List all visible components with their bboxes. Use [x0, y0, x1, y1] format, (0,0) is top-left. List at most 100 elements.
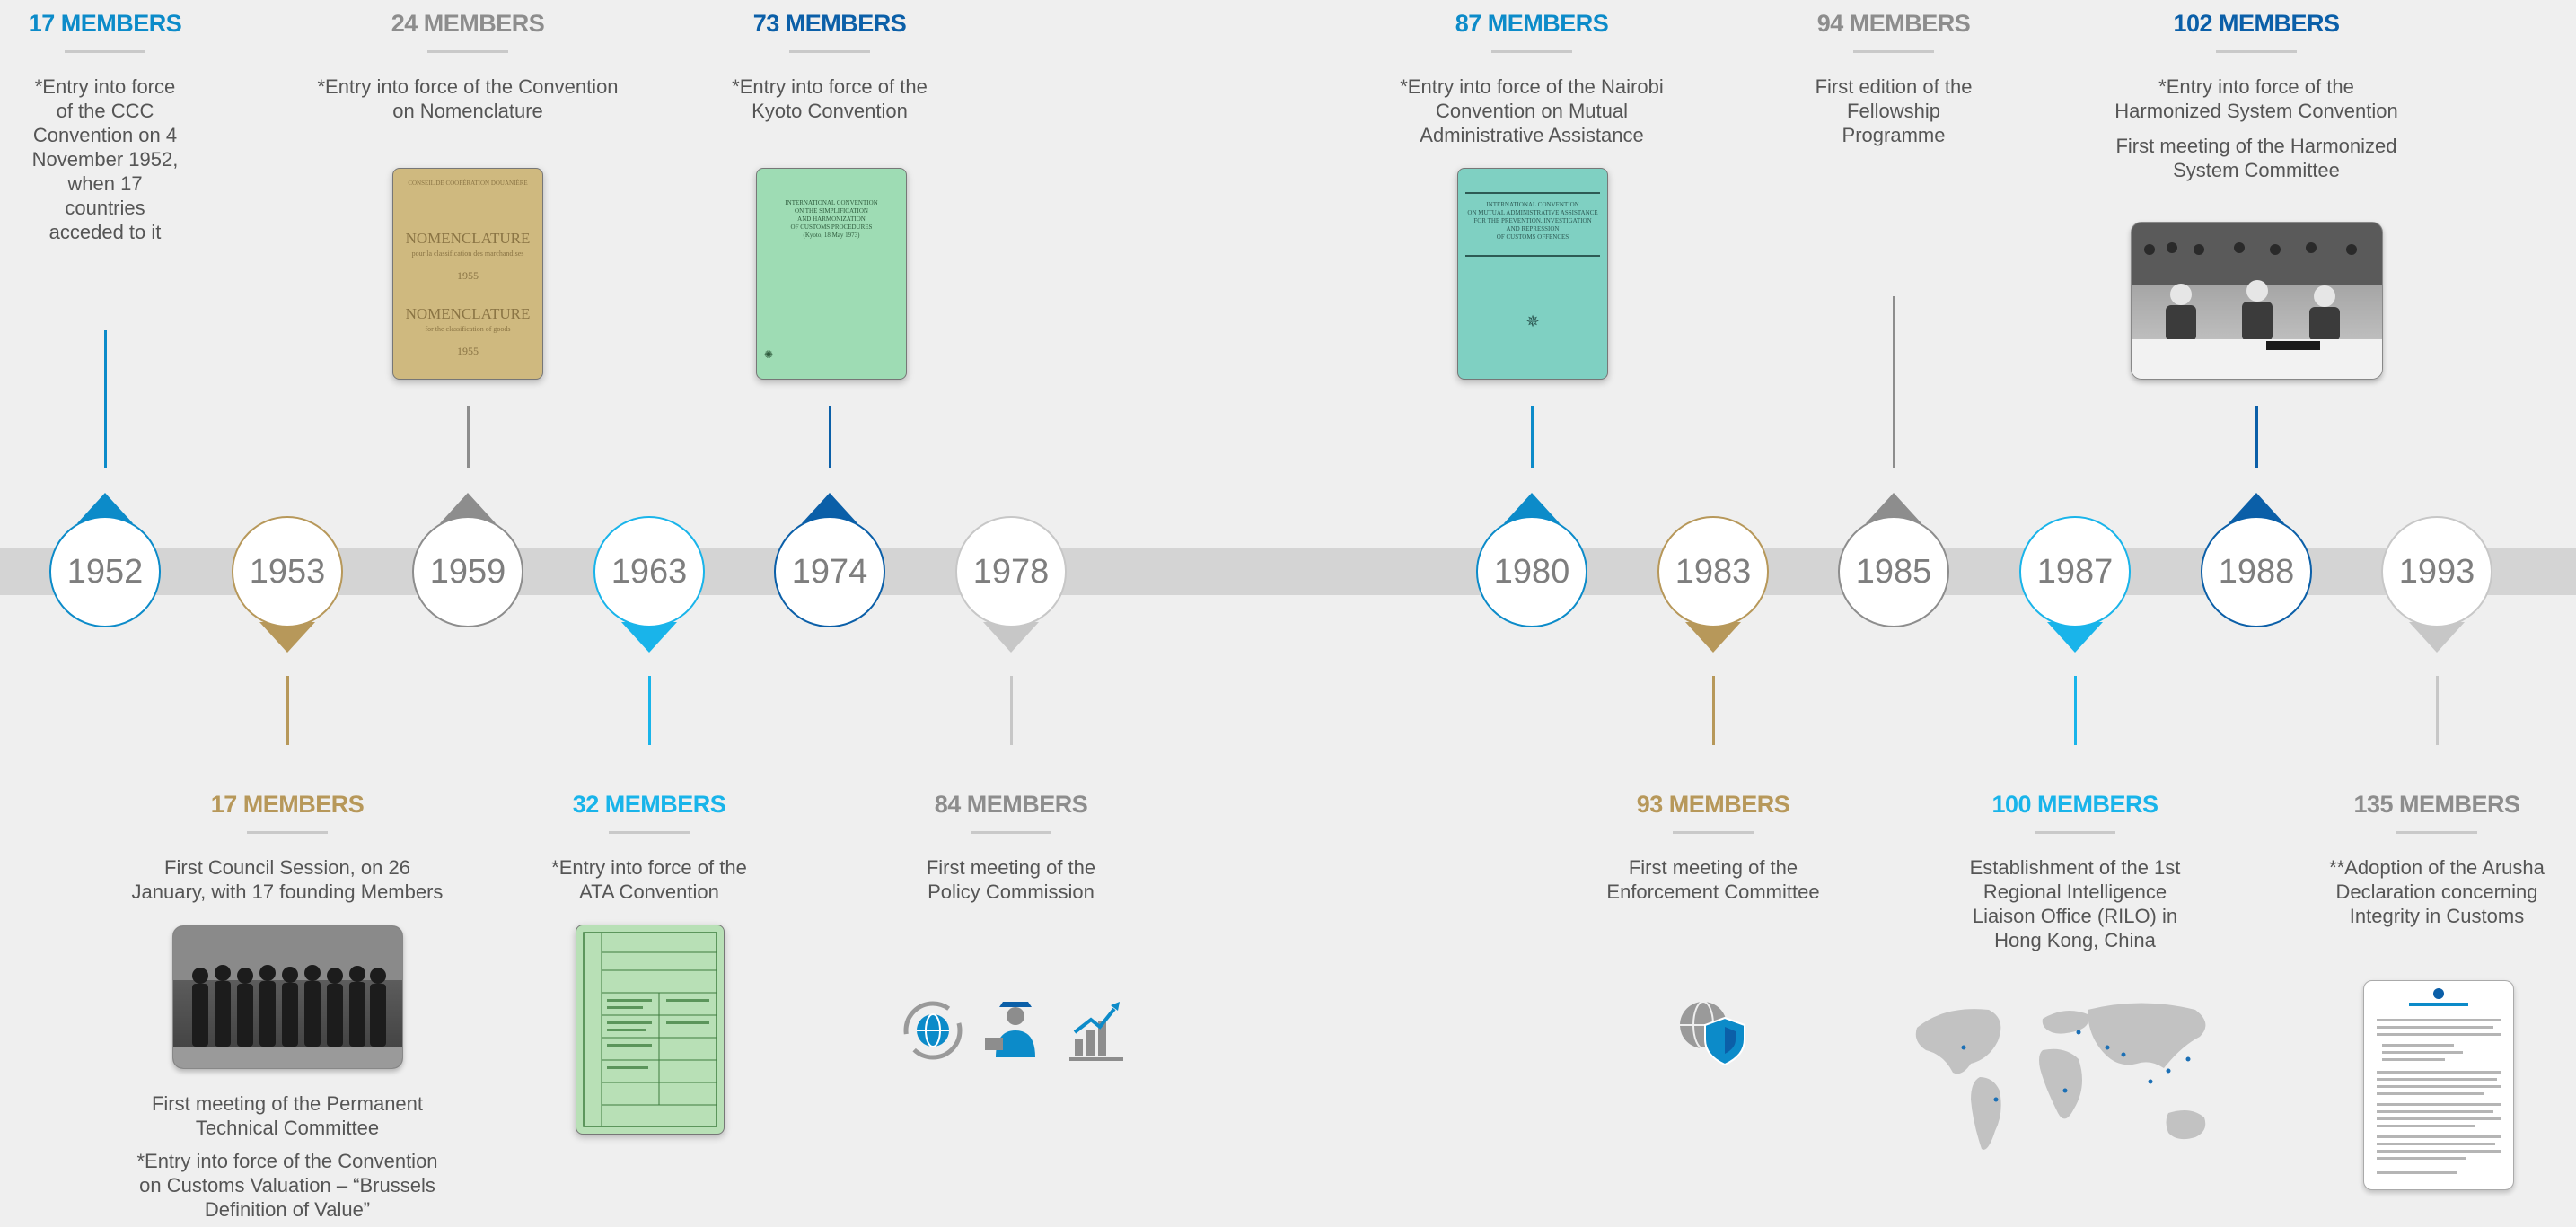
- member-count: 32 MEMBERS: [572, 791, 726, 818]
- bar-chart-icon: [1069, 1002, 1125, 1061]
- event-description: *Entry into force of the CCC Convention …: [29, 74, 181, 244]
- event-extra-1953: First meeting of the Permanent Technical…: [126, 1091, 449, 1227]
- year-marker-1974[interactable]: 1974: [774, 516, 885, 627]
- year-marker-1959[interactable]: 1959: [412, 516, 523, 627]
- divider: [1673, 831, 1754, 834]
- description-line: First meeting of the Harmonized System C…: [2115, 135, 2397, 181]
- event-description: Establishment of the 1st Regional Intell…: [1967, 855, 2183, 952]
- year-marker-1993[interactable]: 1993: [2381, 516, 2492, 627]
- event-description: First edition of the Fellowship Programm…: [1804, 74, 1983, 147]
- description-line: *Entry into force of the Convention on N…: [317, 75, 619, 122]
- divider: [1853, 50, 1934, 53]
- meeting-photo-icon: [2132, 223, 2382, 379]
- description-line: First meeting of the Permanent Technical…: [151, 1092, 424, 1139]
- event-description: *Entry into force of the ATA Convention: [541, 855, 757, 904]
- description-line: First meeting of the Enforcement Committ…: [1606, 856, 1820, 903]
- member-count: 24 MEMBERS: [391, 10, 545, 37]
- member-count: 73 MEMBERS: [752, 10, 907, 37]
- description-line: First Council Session, on 26 January, wi…: [131, 856, 444, 903]
- document-1993-arusha: [2363, 980, 2514, 1190]
- divider: [2396, 831, 2477, 834]
- event-1993: 135 MEMBERS **Adoption of the Arusha Decl…: [2248, 786, 2576, 939]
- event-1952: 17 MEMBERS *Entry into force of the CCC C…: [0, 5, 294, 255]
- description-line: *Entry into force of the ATA Convention: [551, 856, 747, 903]
- connector-1952: [104, 330, 107, 468]
- year-marker-1963[interactable]: 1963: [593, 516, 705, 627]
- description-line: First edition of the Fellowship Programm…: [1815, 75, 1973, 146]
- member-count: 17 MEMBERS: [210, 791, 365, 818]
- carnet-form-icon: [583, 932, 717, 1127]
- connector-1983: [1712, 676, 1715, 745]
- globe-shield-icon: [1680, 1001, 1745, 1066]
- event-1959: 24 MEMBERS *Entry into force of the Conve…: [279, 5, 656, 134]
- year-marker-1983[interactable]: 1983: [1657, 516, 1769, 627]
- book-1959-year-2: 1955: [457, 345, 479, 357]
- divider: [427, 50, 508, 53]
- member-count: 87 MEMBERS: [1455, 10, 1609, 37]
- connector-1959: [467, 406, 470, 468]
- year-marker-1987[interactable]: 1987: [2019, 516, 2131, 627]
- event-1983: 93 MEMBERS First meeting of the Enforceme…: [1525, 786, 1902, 915]
- document-1963-ata-carnet: [576, 925, 725, 1135]
- connector-1988: [2255, 406, 2258, 468]
- group-photo-icon: [173, 926, 402, 1068]
- officer-icon: [985, 1002, 1035, 1057]
- divider: [65, 50, 145, 53]
- member-count: 94 MEMBERS: [1816, 10, 1971, 37]
- event-1974: 73 MEMBERS *Entry into force of the Kyoto…: [641, 5, 1018, 134]
- connector-1963: [648, 676, 651, 745]
- description-line: Establishment of the 1st Regional Intell…: [1969, 856, 2181, 951]
- event-description: *Entry into force of the Kyoto Conventio…: [722, 74, 937, 123]
- description-line: First meeting of the Policy Commission: [926, 856, 1096, 903]
- photo-1988-hs-committee: [2131, 222, 2383, 380]
- description-line: *Entry into force of the Convention on C…: [136, 1150, 438, 1221]
- connector-1993: [2436, 676, 2439, 745]
- icon-1983-enforcement: [1673, 991, 1754, 1072]
- member-count: 93 MEMBERS: [1636, 791, 1790, 818]
- connector-1953: [286, 676, 289, 745]
- event-description: *Entry into force of the Nairobi Convent…: [1388, 74, 1675, 147]
- book-1959-nomenclature: CONSEIL DE COOPÉRATION DOUANIÈRE NOMENCL…: [392, 168, 543, 380]
- year-marker-1988[interactable]: 1988: [2201, 516, 2312, 627]
- event-description: First Council Session, on 26 January, wi…: [126, 855, 449, 904]
- book-1959-year-1: 1955: [457, 269, 479, 282]
- year-marker-1985[interactable]: 1985: [1838, 516, 1949, 627]
- member-count: 17 MEMBERS: [28, 10, 182, 37]
- book-1959-title-1: NOMENCLATURE: [405, 230, 531, 247]
- year-marker-1953[interactable]: 1953: [232, 516, 343, 627]
- event-1953: 17 MEMBERS First Council Session, on 26 J…: [99, 786, 476, 915]
- event-description: First meeting of the Enforcement Committ…: [1605, 855, 1821, 904]
- description-line: *Entry into force of the Harmonized Syst…: [2114, 75, 2398, 122]
- description-line: *Entry into force of the Kyoto Conventio…: [732, 75, 928, 122]
- world-map-1987: [1908, 992, 2240, 1176]
- description-line: **Adoption of the Arusha Declaration con…: [2329, 856, 2545, 927]
- photo-1953-founding-members: [172, 925, 403, 1069]
- divider: [971, 831, 1051, 834]
- divider: [247, 831, 328, 834]
- event-description: *Entry into force of the Harmonized Syst…: [2113, 74, 2400, 182]
- globe-cycle-icon: [903, 1001, 963, 1060]
- timeline-band: [0, 548, 2576, 595]
- member-count: 135 MEMBERS: [2353, 791, 2520, 818]
- connector-1987: [2074, 676, 2077, 745]
- description-line: *Entry into force of the Nairobi Convent…: [1400, 75, 1664, 146]
- divider: [789, 50, 870, 53]
- divider: [1491, 50, 1572, 53]
- text-document-icon: [2377, 988, 2501, 1174]
- connector-1985: [1893, 296, 1895, 468]
- event-1980: 87 MEMBERS *Entry into force of the Nairo…: [1343, 5, 1720, 158]
- icons-1978-policy: [899, 995, 1125, 1066]
- year-marker-1978[interactable]: 1978: [955, 516, 1067, 627]
- year-marker-1980[interactable]: 1980: [1476, 516, 1587, 627]
- connector-1978: [1010, 676, 1013, 745]
- year-marker-1952[interactable]: 1952: [49, 516, 161, 627]
- book-1959-title-2: NOMENCLATURE: [405, 305, 531, 322]
- world-map-icon: [1915, 1003, 2206, 1150]
- divider: [2035, 831, 2115, 834]
- event-1963: 32 MEMBERS *Entry into force of the ATA C…: [461, 786, 838, 915]
